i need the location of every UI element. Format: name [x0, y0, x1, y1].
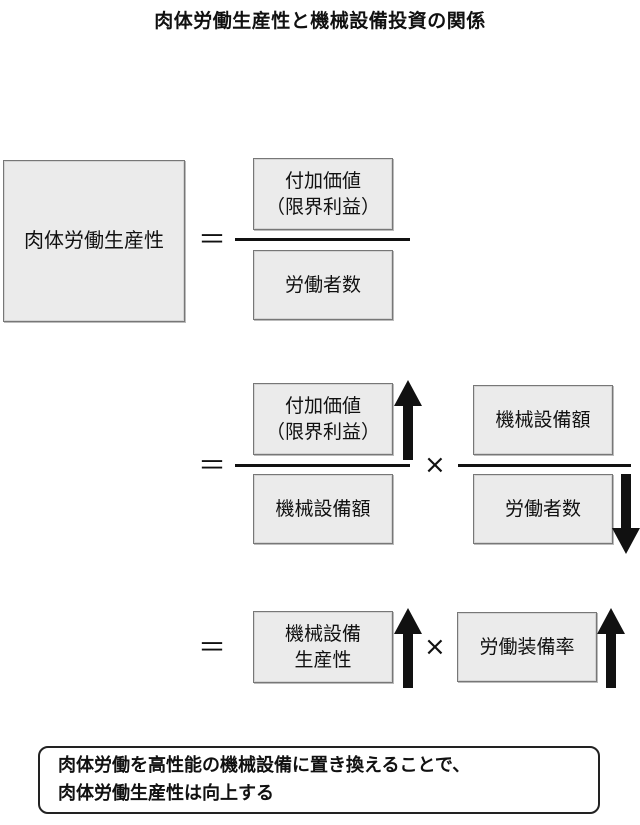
- machine-productivity-box: 機械設備 生産性: [253, 611, 393, 683]
- frac2-denominator-label: 労働者数: [504, 497, 581, 520]
- equals-sign-row2: ＝: [198, 449, 227, 482]
- labor-equipment-ratio-box: 労働装備率: [457, 612, 597, 682]
- conclusion-line1: 肉体労働を高性能の機械設備に置き換えることで、: [58, 755, 471, 776]
- machine-productivity-line1: 機械設備: [284, 622, 361, 645]
- frac1-denominator-box: 機械設備額: [253, 474, 393, 544]
- fraction-bar-row2-right: [458, 464, 631, 467]
- up-arrow-icon: [394, 608, 422, 688]
- diagram-title: 肉体労働生産性と機械設備投資の関係: [154, 10, 486, 32]
- numerator-box-value-added: 付加価値 （限界利益）: [253, 158, 393, 230]
- frac1-numerator-box: 付加価値 （限界利益）: [253, 383, 393, 455]
- equals-sign-row3: ＝: [198, 631, 227, 664]
- labor-equipment-ratio-label: 労働装備率: [479, 635, 575, 658]
- numerator-line2: （限界利益）: [265, 196, 380, 218]
- equals-sign-row1: ＝: [198, 223, 227, 256]
- fraction-bar-row1: [235, 238, 410, 241]
- frac2-denominator-box: 労働者数: [473, 474, 613, 544]
- denominator-box-workers: 労働者数: [253, 250, 393, 320]
- conclusion-line2: 肉体労働生産性は向上する: [58, 782, 274, 804]
- denominator-label: 労働者数: [284, 273, 361, 296]
- frac2-numerator-label: 機械設備額: [495, 408, 591, 431]
- machine-productivity-line2: 生産性: [294, 649, 352, 671]
- frac1-numerator-line2: （限界利益）: [265, 421, 380, 443]
- multiply-sign-row3: ×: [424, 632, 446, 662]
- frac1-denominator-label: 機械設備額: [275, 497, 371, 520]
- frac2-numerator-box: 機械設備額: [473, 385, 613, 455]
- multiply-sign-row2: ×: [424, 450, 446, 480]
- lhs-box-labor-productivity: 肉体労働生産性: [3, 160, 185, 322]
- up-arrow-icon: [394, 380, 422, 460]
- fraction-bar-row2-left: [235, 464, 410, 467]
- down-arrow-icon: [612, 474, 640, 554]
- up-arrow-icon: [597, 608, 625, 688]
- lhs-label: 肉体労働生産性: [24, 228, 164, 253]
- numerator-line1: 付加価値: [284, 169, 361, 192]
- frac1-numerator-line1: 付加価値: [284, 394, 361, 417]
- conclusion-note-box: 肉体労働を高性能の機械設備に置き換えることで、 肉体労働生産性は向上する: [38, 746, 600, 814]
